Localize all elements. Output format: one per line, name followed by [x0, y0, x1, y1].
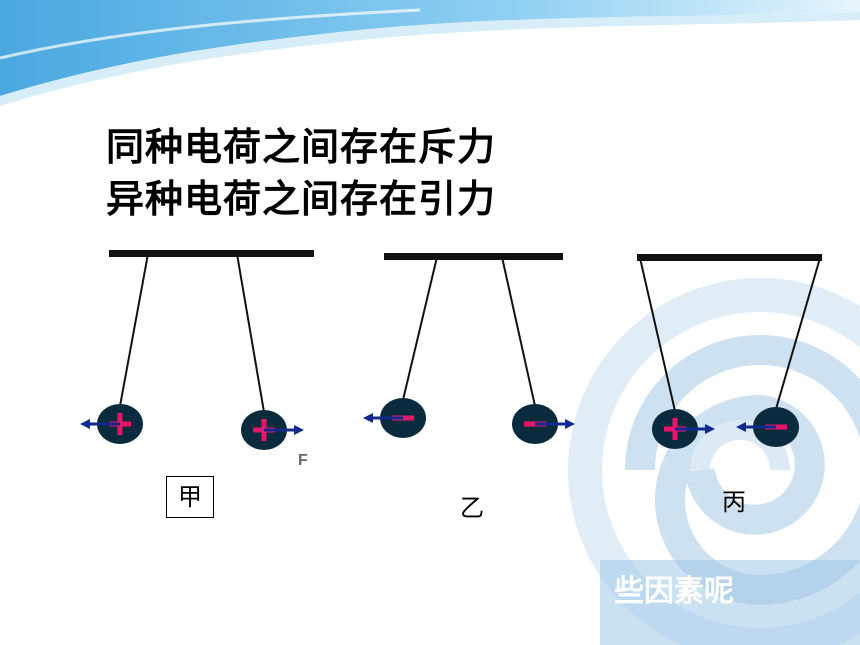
caption-bing: 丙 — [722, 488, 746, 516]
thread — [402, 256, 438, 401]
arrow-left-icon — [736, 422, 776, 432]
pendulum-setup-2 — [363, 253, 575, 444]
heading-line-attract: 异种电荷之间存在引力 — [106, 177, 497, 221]
thread — [775, 257, 821, 410]
thread — [501, 256, 536, 407]
swirl-decoration — [568, 278, 860, 645]
support-bar — [637, 254, 822, 261]
pendulum-setup-1 — [80, 250, 314, 450]
support-bar — [109, 250, 314, 257]
arrow-right-icon — [264, 425, 304, 435]
thread — [236, 253, 265, 413]
caption-yi: 乙 — [460, 494, 484, 522]
thread — [119, 253, 149, 407]
arrow-left-icon — [80, 419, 120, 429]
force-label: F — [298, 452, 308, 469]
heading-line-repel: 同种电荷之间存在斥力 — [106, 125, 497, 169]
arrow-right-icon — [535, 419, 575, 429]
arrow-left-icon — [363, 413, 403, 423]
arrow-right-icon — [675, 424, 715, 434]
support-bar — [384, 253, 563, 260]
thread — [639, 257, 676, 412]
pendulum-setup-3 — [637, 254, 822, 449]
header-wave-decoration — [0, 0, 860, 106]
caption-jia: 甲 — [166, 476, 214, 518]
bottom-overlay-text: 些因素呢 — [614, 574, 734, 609]
pendulum-setups — [80, 250, 822, 450]
